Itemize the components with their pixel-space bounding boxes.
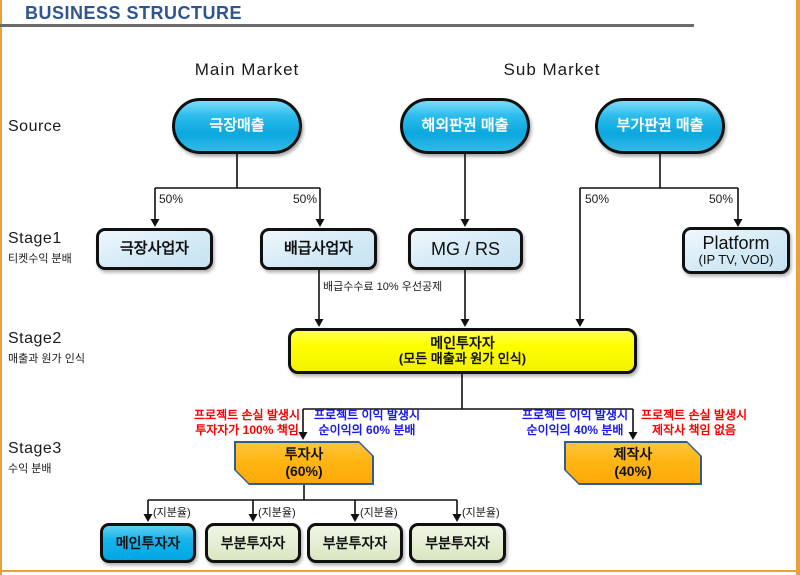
node-label: 부가판권 매출 [616,117,704,135]
edge-label-50pct-theater-left: 50% [159,192,184,206]
edge-label-distribution-fee: 배급수수료 10% 우선공제 [323,281,443,293]
node-label: 메인투자자 [430,335,495,352]
node-main-investor: 메인투자자 [100,523,196,563]
node-label: 부분투자자 [220,534,286,551]
node-label: 배급사업자 [283,240,353,258]
annotation-line: 프로젝트 손실 발생시 [640,408,748,422]
annotation-line: 투자자가 100% 책임 [195,423,299,437]
annotation-line: 프로젝트 이익 발생시 [313,408,421,422]
page-title: BUSINESS STRUCTURE [25,3,243,23]
edge-label-50pct-theater-right: 50% [293,192,318,206]
node-label: 극장사업자 [119,240,189,258]
node-partial-investor-1: 부분투자자 [205,523,301,563]
edge-label-equity-ratio-2: (지분율) [258,507,296,519]
node-sublabel: (40%) [614,463,652,479]
node-label: 부분투자자 [425,534,490,551]
annotation-line: 프로젝트 이익 발생시 [521,408,629,422]
annotation-line: 프로젝트 손실 발생시 [193,408,301,422]
node-platform: Platform (IP TV, VOD) [682,227,790,274]
node-mg-rs: MG / RS [408,228,523,270]
node-sublabel: (모든 매출과 원가 인식) [398,350,527,366]
node-label: 극장매출 [209,117,265,135]
node-label: Platform [702,232,770,253]
edge-label-equity-ratio-1: (지분율) [153,507,191,519]
node-investment-company-body: 투자사 (60%) [236,443,372,483]
annotation-loss-investor: 프로젝트 손실 발생시 투자자가 100% 책임 [192,408,302,438]
row-label-stage1: Stage1 [8,230,62,247]
header-main-market: Main Market [194,60,300,79]
edge-label-50pct-ancillary-right: 50% [709,192,734,206]
node-label: 부분투자자 [322,534,388,551]
node-production-company: 제작사 (40%) [564,441,702,485]
node-theater-operator: 극장사업자 [96,228,213,270]
node-sublabel: (IP TV, VOD) [698,252,774,268]
edge-label-equity-ratio-3: (지분율) [360,507,398,519]
annotation-line: 순이익의 40% 분배 [526,423,624,437]
row-sublabel-stage2: 매출과 원가 인식 [8,353,85,365]
frame-bottom-border [0,570,800,572]
row-sublabel-stage3: 수익 분배 [8,463,52,475]
row-sublabel-stage1: 티켓수익 분배 [8,253,72,265]
annotation-profit-40: 프로젝트 이익 발생시 순이익의 40% 분배 [520,408,630,438]
node-overseas-rights-sales: 해외판권 매출 [400,98,530,154]
node-ancillary-rights-sales: 부가판권 매출 [595,98,725,154]
node-label: 해외판권 매출 [421,117,509,135]
node-theater-sales: 극장매출 [172,98,302,154]
edge-label-50pct-ancillary-left: 50% [585,192,610,206]
annotation-line: 제작사 책임 없음 [652,423,736,437]
header-sub-market: Sub Market [503,60,601,79]
row-label-source: Source [8,118,62,135]
node-partial-investor-2: 부분투자자 [307,523,403,563]
node-partial-investor-3: 부분투자자 [409,523,506,563]
node-sublabel: (60%) [285,463,323,479]
node-label: MG / RS [430,238,500,259]
annotation-line: 순이익의 60% 분배 [318,423,416,437]
annotation-loss-producer: 프로젝트 손실 발생시 제작사 책임 없음 [639,408,749,438]
annotation-profit-60: 프로젝트 이익 발생시 순이익의 60% 분배 [312,408,422,438]
node-distributor: 배급사업자 [260,228,377,270]
node-label: 제작사 [613,446,653,463]
title-underline [0,24,694,27]
node-production-company-body: 제작사 (40%) [566,443,700,483]
node-label: 투자사 [284,446,324,463]
frame-left-border [0,0,2,575]
node-main-investor-recognition: 메인투자자 (모든 매출과 원가 인식) [288,328,637,374]
frame-right-border [796,0,800,575]
edge-label-equity-ratio-4: (지분율) [462,507,500,519]
node-investment-company: 투자사 (60%) [234,441,374,485]
row-label-stage2: Stage2 [8,330,62,347]
node-label: 메인투자자 [115,534,181,551]
row-label-stage3: Stage3 [8,440,62,457]
